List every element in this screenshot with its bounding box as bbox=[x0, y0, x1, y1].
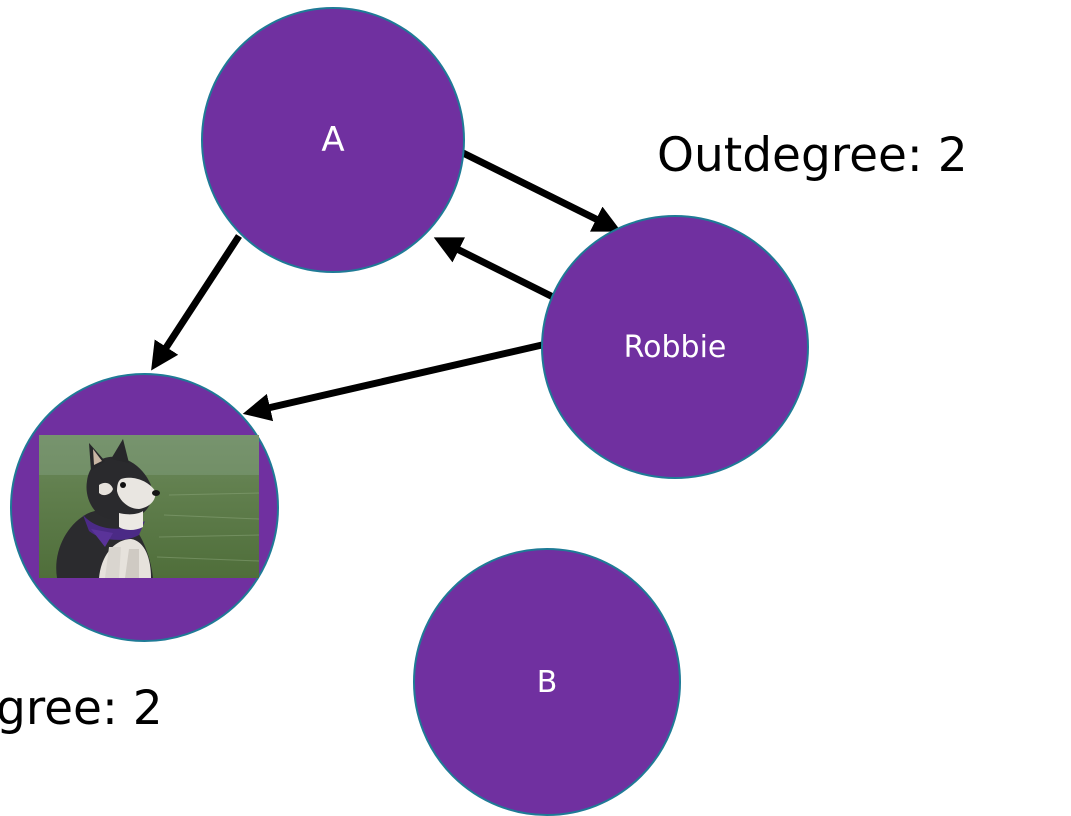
node-b-label: B bbox=[536, 664, 558, 700]
node-robbie[interactable]: Robbie bbox=[541, 215, 809, 479]
node-a[interactable]: A bbox=[201, 7, 465, 273]
outdegree-annotation: Outdegree: 2 bbox=[657, 128, 968, 183]
edge-a-to-robbie bbox=[453, 145, 622, 232]
edge-robbie-to-dog bbox=[242, 341, 543, 422]
node-dog[interactable] bbox=[10, 373, 279, 642]
husky-puppy-photo bbox=[39, 435, 259, 578]
edge-a-to-dog bbox=[151, 234, 242, 371]
node-b[interactable]: B bbox=[413, 548, 681, 816]
indegree-annotation: gree: 2 bbox=[0, 681, 163, 736]
node-robbie-label: Robbie bbox=[623, 329, 727, 365]
node-a-label: A bbox=[321, 120, 345, 160]
edge-robbie-to-a bbox=[433, 237, 565, 306]
